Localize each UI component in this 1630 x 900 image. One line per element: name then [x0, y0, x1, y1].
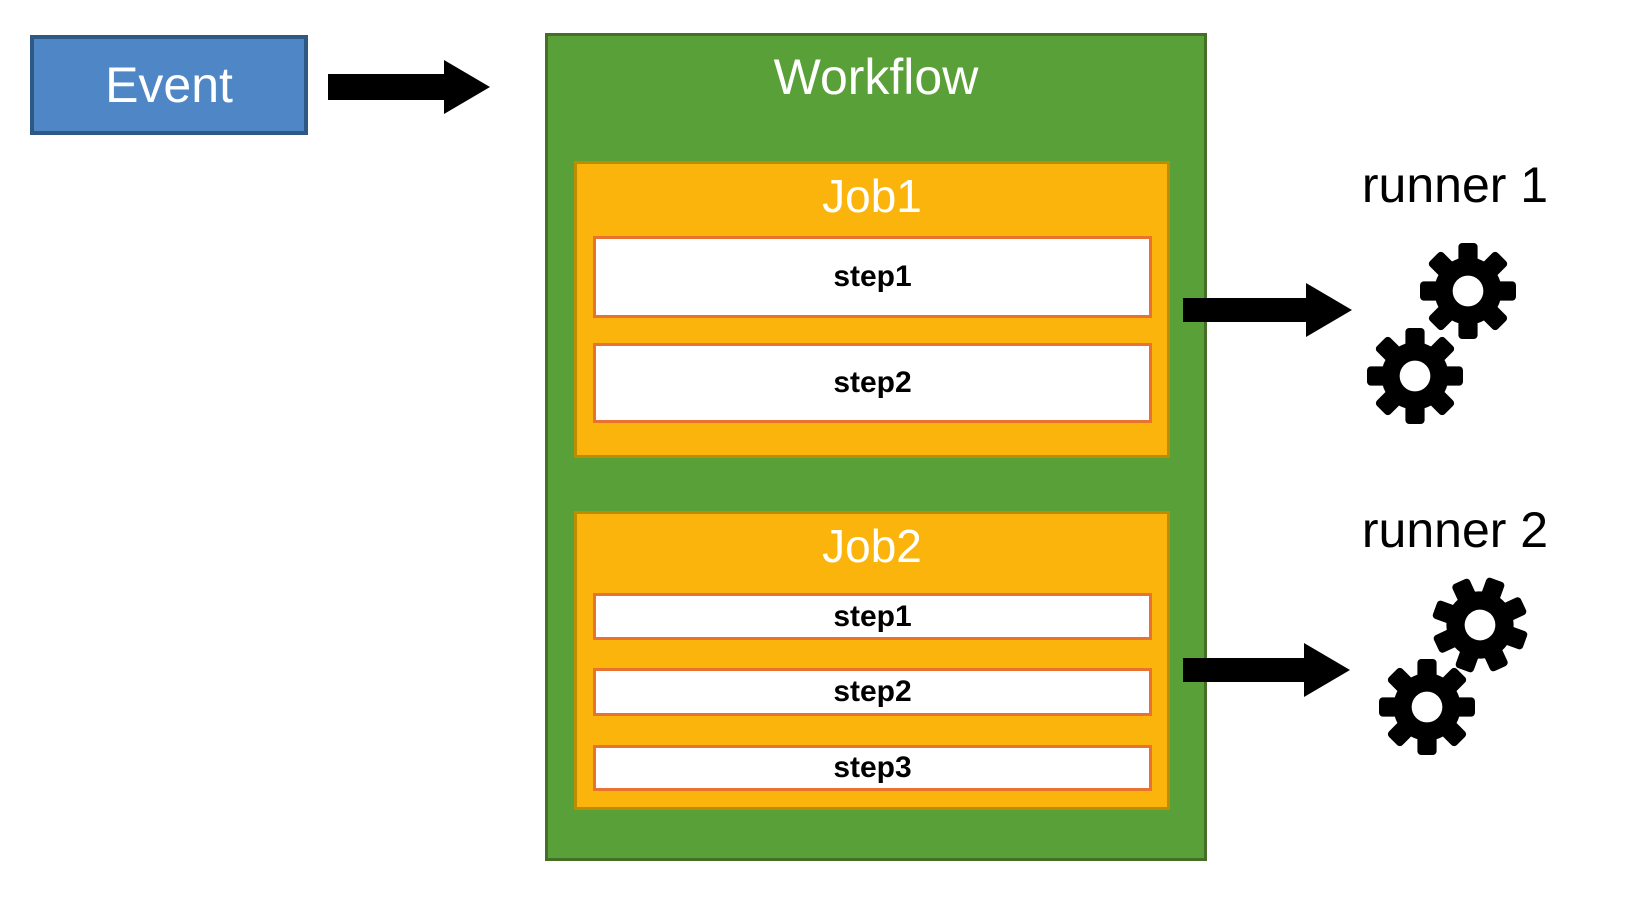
arrow-event-to-workflow-icon: [328, 60, 490, 114]
arrow-head: [1304, 643, 1350, 697]
job2-step1-box: step1: [593, 593, 1152, 640]
arrow-shaft: [1183, 658, 1304, 682]
arrow-job1-to-runner1-icon: [1183, 283, 1352, 337]
arrow-shaft: [328, 74, 444, 100]
job2-step2-box: step2: [593, 668, 1152, 716]
job1-step2-box: step2: [593, 343, 1152, 423]
arrow-shaft: [1183, 298, 1306, 322]
job2-step3-label: step3: [833, 751, 912, 784]
gear-icon: [1379, 659, 1475, 755]
runner2-label: runner 2: [1361, 502, 1549, 558]
event-box: Event: [30, 35, 308, 135]
job1-box: Job1 step1 step2: [574, 161, 1170, 458]
gear-icon: [1420, 243, 1516, 339]
arrow-head: [1306, 283, 1352, 337]
gear-icon: [1367, 328, 1463, 424]
workflow-title: Workflow: [773, 49, 979, 105]
runner1-label: runner 1: [1361, 157, 1549, 213]
arrow-job2-to-runner2-icon: [1183, 643, 1350, 697]
job1-step2-label: step2: [833, 366, 912, 399]
job1-step1-label: step1: [833, 260, 912, 293]
event-label: Event: [105, 57, 233, 113]
job2-step2-label: step2: [833, 675, 912, 708]
job2-title: Job2: [822, 520, 922, 572]
job2-step3-box: step3: [593, 745, 1152, 791]
job1-title: Job1: [822, 170, 922, 222]
job2-step1-label: step1: [833, 599, 912, 633]
job2-box: Job2 step1 step2 step3: [574, 511, 1170, 810]
workflow-box: Workflow Job1 step1 step2 Job2 step1 ste…: [545, 33, 1207, 861]
job1-step1-box: step1: [593, 236, 1152, 318]
arrow-head: [444, 60, 490, 114]
